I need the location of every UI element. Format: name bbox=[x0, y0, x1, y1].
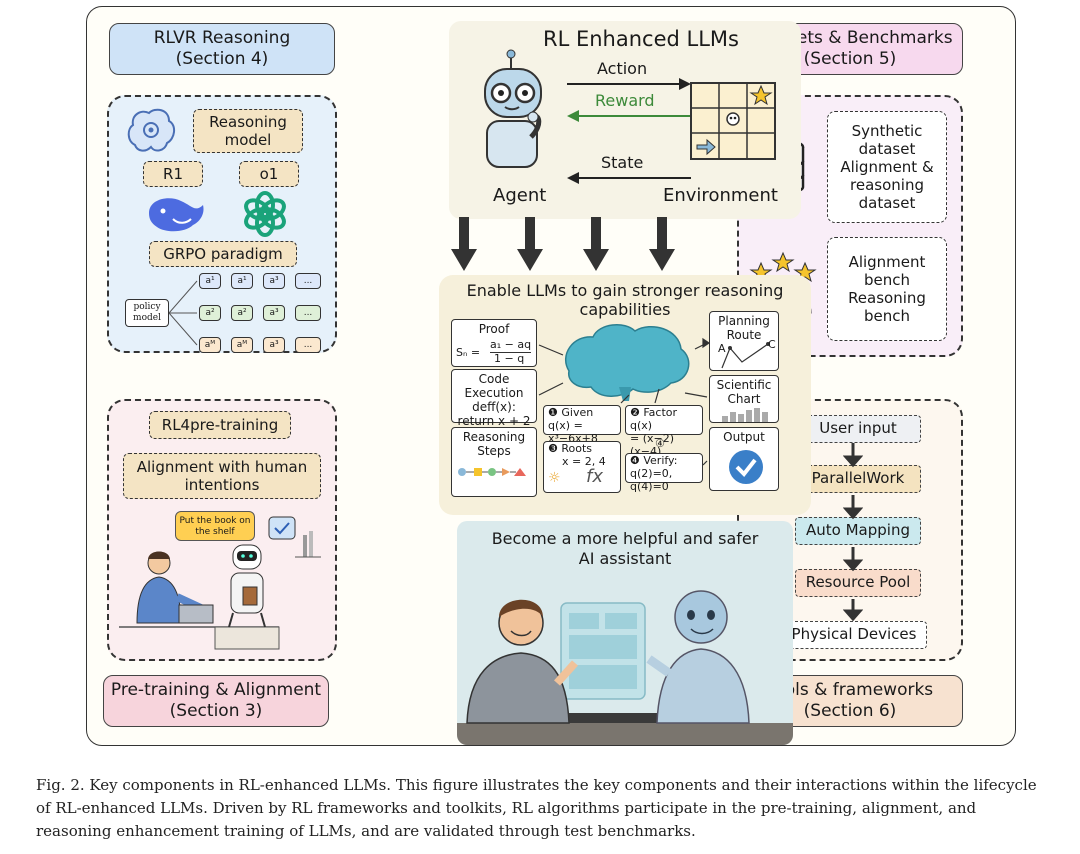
route-graph-icon bbox=[721, 342, 770, 369]
grpo-cell: a³ bbox=[263, 337, 285, 353]
fx-symbol: fx bbox=[586, 466, 603, 487]
code-execution-box: Code Execution deff(x): return x + 2 bbox=[451, 369, 537, 428]
assistant-title: Become a more helpful and safer AI assis… bbox=[491, 529, 759, 568]
reasoning-steps-box: Reasoning Steps bbox=[451, 427, 537, 497]
assistant-area: Become a more helpful and safer AI assis… bbox=[457, 521, 793, 745]
alignment-pill: Alignment with human intentions bbox=[123, 453, 321, 499]
tools-section: (Section 6) bbox=[803, 701, 897, 721]
robot-agent-icon bbox=[484, 49, 542, 168]
r1-pill: R1 bbox=[143, 161, 203, 187]
verify-box: ❹ Verify: q(2)=0, q(4)=0 bbox=[625, 453, 703, 493]
benchmark-card: Alignment bench Reasoning bench bbox=[827, 237, 947, 341]
roots-box: ❸ Roots x = 2, 4 ☼ fx bbox=[543, 441, 621, 493]
rlvr-section: (Section 4) bbox=[175, 49, 269, 69]
factor-box: ❷ Factor q(x) = (x−2)(x−4) bbox=[625, 405, 703, 458]
grid-environment-icon bbox=[690, 82, 776, 160]
policy-branch-lines bbox=[169, 280, 198, 346]
environment-label: Environment bbox=[663, 185, 778, 206]
scientific-chart-box: Scientific Chart bbox=[709, 375, 779, 423]
route-point-a: A bbox=[718, 342, 726, 355]
agent-label: Agent bbox=[493, 185, 547, 206]
rlvr-title-box: RLVR Reasoning (Section 4) bbox=[109, 23, 335, 75]
diagram-frame: RLVR Reasoning (Section 4) Datasets & Be… bbox=[86, 6, 1016, 746]
whale-logo-icon bbox=[149, 198, 204, 232]
figure-caption: Fig. 2. Key components in RL-enhanced LL… bbox=[36, 776, 1037, 840]
pretraining-title-box: Pre-training & Alignment (Section 3) bbox=[103, 675, 329, 727]
reward-label: Reward bbox=[595, 91, 655, 110]
reasoning-connectors bbox=[538, 337, 711, 466]
down-arrows bbox=[451, 217, 675, 271]
pretraining-section: (Section 3) bbox=[169, 701, 263, 721]
steps-chain-icon bbox=[458, 468, 526, 476]
rlvr-panel: Reasoning model R1 o1 GRPO paradigm bbox=[107, 95, 337, 353]
check-circle-icon bbox=[729, 450, 763, 484]
human-robot-illustration bbox=[119, 516, 321, 650]
reward-arrow bbox=[567, 110, 691, 122]
grpo-cell: a¹ bbox=[231, 273, 253, 289]
action-label: Action bbox=[597, 59, 648, 78]
grpo-cell: a³ bbox=[263, 273, 285, 289]
pretraining-title: Pre-training & Alignment bbox=[110, 680, 322, 700]
flow-step-auto-mapping: Auto Mapping bbox=[795, 517, 921, 545]
reasoning-title: Enable LLMs to gain stronger reasoning c… bbox=[466, 281, 784, 319]
rl-loop-area: RL Enhanced LLMs Action Reward bbox=[449, 21, 801, 219]
o1-pill: o1 bbox=[239, 161, 299, 187]
grpo-cell: ... bbox=[295, 273, 321, 289]
pretraining-panel: RL4pre-training Alignment with human int… bbox=[107, 399, 337, 661]
grpo-cell: a² bbox=[231, 305, 253, 321]
grpo-cell: ... bbox=[295, 337, 321, 353]
step-four-marker: ④ bbox=[655, 437, 665, 450]
grpo-cell: a¹ bbox=[199, 273, 221, 289]
grpo-cell: aᴹ bbox=[199, 337, 221, 353]
flow-step-user-input: User input bbox=[795, 415, 921, 443]
bar-chart-icon bbox=[722, 408, 768, 422]
state-label: State bbox=[601, 153, 644, 172]
planning-route-box: Planning Route A C bbox=[709, 311, 779, 371]
proof-box: Proof Sₙ = a₁ − aq 1 − q bbox=[451, 319, 537, 367]
formula-lhs: Sₙ = bbox=[456, 346, 481, 359]
lightbulb-icon: ☼ bbox=[548, 470, 561, 486]
formula-den: 1 − q bbox=[494, 352, 525, 365]
human-robot-collaboration-illustration bbox=[457, 590, 793, 745]
flow-arrows bbox=[843, 443, 863, 622]
action-arrow bbox=[567, 78, 691, 90]
grpo-pill: GRPO paradigm bbox=[149, 241, 297, 267]
formula-num: a₁ − aq bbox=[490, 338, 532, 353]
policy-model-box: policy model bbox=[125, 299, 169, 327]
route-point-c: C bbox=[768, 338, 776, 351]
rl-title: RL Enhanced LLMs bbox=[543, 27, 739, 51]
grpo-cell: a² bbox=[199, 305, 221, 321]
openai-logo-icon bbox=[244, 191, 286, 237]
grpo-cell: ... bbox=[295, 305, 321, 321]
grpo-cell: aᴹ bbox=[231, 337, 253, 353]
output-box: Output bbox=[709, 427, 779, 491]
flow-step-parallelwork: ParallelWork bbox=[795, 465, 921, 493]
reasoning-model-pill: Reasoning model bbox=[193, 109, 303, 153]
reasoning-capabilities-area: Enable LLMs to gain stronger reasoning c… bbox=[439, 275, 811, 515]
tools-title: Tools & frameworks bbox=[766, 680, 934, 700]
synthetic-dataset-card: Synthetic dataset Alignment & reasoning … bbox=[827, 111, 947, 223]
flow-step-physical-devices: Physical Devices bbox=[781, 621, 927, 649]
rl4pretraining-pill: RL4pre-training bbox=[149, 411, 291, 439]
state-arrow bbox=[567, 172, 691, 184]
brain-gear-icon bbox=[127, 108, 175, 152]
grpo-cell: a³ bbox=[263, 305, 285, 321]
speech-bubble: Put the book on the shelf bbox=[175, 511, 255, 541]
brain-icon bbox=[564, 324, 690, 401]
flow-step-resource-pool: Resource Pool bbox=[795, 569, 921, 597]
datasets-section: (Section 5) bbox=[803, 49, 897, 69]
rlvr-title: RLVR Reasoning bbox=[153, 28, 291, 48]
